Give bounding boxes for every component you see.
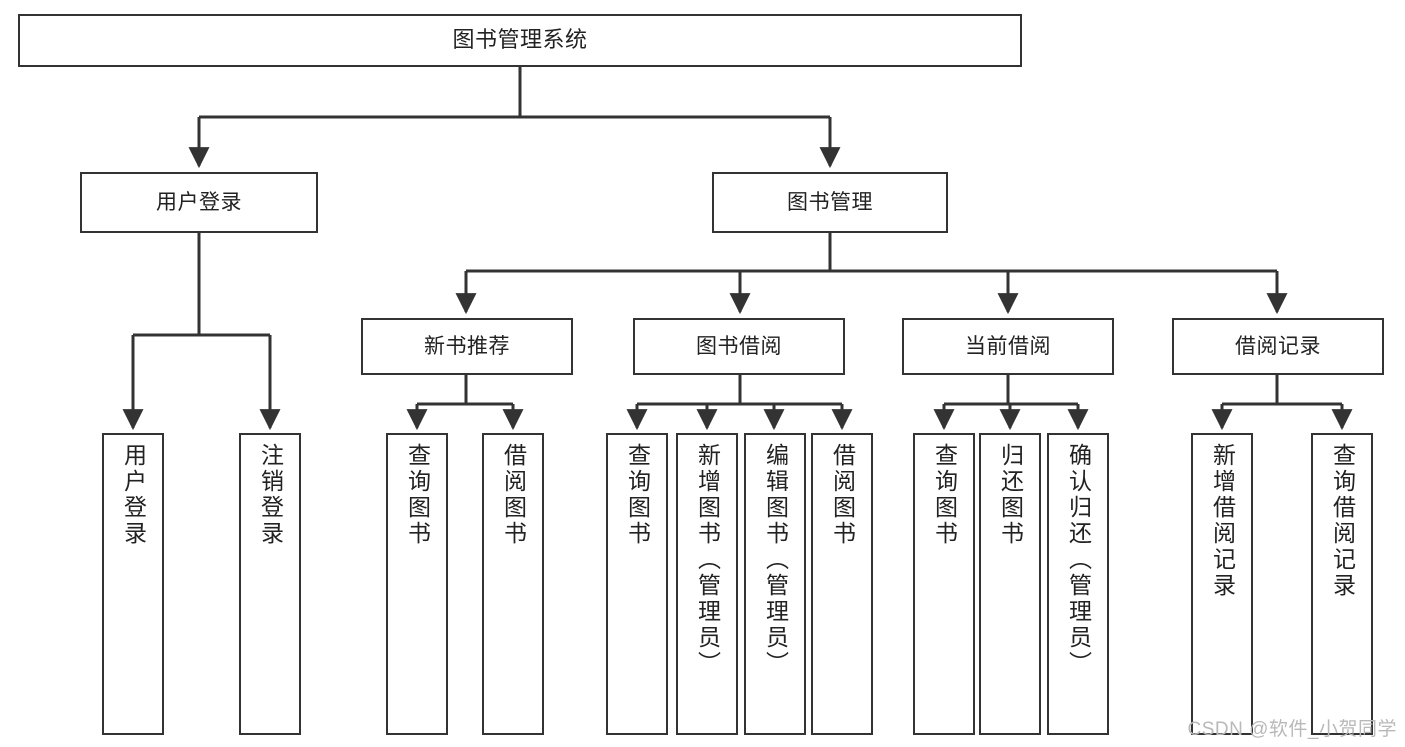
node-label: 借阅图书 [829, 443, 856, 547]
node-label: 新增图书（管理员） [694, 443, 721, 677]
node-label: 查询图书 [931, 443, 958, 547]
node-leaf-query-book-1[interactable]: 查询图书 [386, 433, 448, 735]
node-label: 查询图书 [404, 443, 431, 547]
node-label: 当前借阅 [965, 334, 1051, 358]
node-leaf-logout-login[interactable]: 注销登录 [239, 433, 301, 735]
node-label: 归还图书 [997, 443, 1024, 547]
node-label: 借阅记录 [1235, 334, 1321, 358]
node-new-book-recommendation[interactable]: 新书推荐 [361, 318, 573, 375]
node-label: 确认归还（管理员） [1065, 443, 1092, 677]
node-label: 新书推荐 [424, 334, 510, 358]
node-leaf-edit-book-admin[interactable]: 编辑图书（管理员） [744, 433, 806, 735]
node-label: 图书管理系统 [452, 27, 588, 53]
node-user-login[interactable]: 用户登录 [80, 172, 318, 233]
node-borrowing-record[interactable]: 借阅记录 [1172, 318, 1384, 375]
watermark: CSDN @软件_小贺同学 [1187, 719, 1397, 740]
node-label: 编辑图书（管理员） [762, 443, 789, 677]
node-root-book-management-system[interactable]: 图书管理系统 [18, 14, 1022, 67]
node-book-management[interactable]: 图书管理 [712, 172, 948, 233]
node-label: 图书借阅 [696, 334, 782, 358]
node-leaf-add-borrow-record[interactable]: 新增借阅记录 [1191, 433, 1253, 735]
node-label: 查询图书 [624, 443, 651, 547]
node-leaf-query-book-3[interactable]: 查询图书 [913, 433, 975, 735]
node-current-borrowing[interactable]: 当前借阅 [902, 318, 1114, 375]
node-leaf-query-borrow-record[interactable]: 查询借阅记录 [1311, 433, 1373, 735]
node-leaf-borrow-book-1[interactable]: 借阅图书 [482, 433, 544, 735]
node-label: 用户登录 [120, 443, 147, 547]
node-label: 借阅图书 [500, 443, 527, 547]
node-leaf-query-book-2[interactable]: 查询图书 [606, 433, 668, 735]
node-book-borrowing[interactable]: 图书借阅 [633, 318, 845, 375]
node-label: 图书管理 [787, 190, 873, 214]
node-leaf-borrow-book-2[interactable]: 借阅图书 [811, 433, 873, 735]
node-label: 新增借阅记录 [1209, 443, 1236, 599]
node-leaf-confirm-return-admin[interactable]: 确认归还（管理员） [1047, 433, 1109, 735]
node-label: 查询借阅记录 [1329, 443, 1356, 599]
node-label: 注销登录 [257, 443, 284, 547]
node-leaf-user-login[interactable]: 用户登录 [102, 433, 164, 735]
node-leaf-return-book[interactable]: 归还图书 [979, 433, 1041, 735]
node-label: 用户登录 [156, 190, 242, 214]
node-leaf-add-book-admin[interactable]: 新增图书（管理员） [676, 433, 738, 735]
